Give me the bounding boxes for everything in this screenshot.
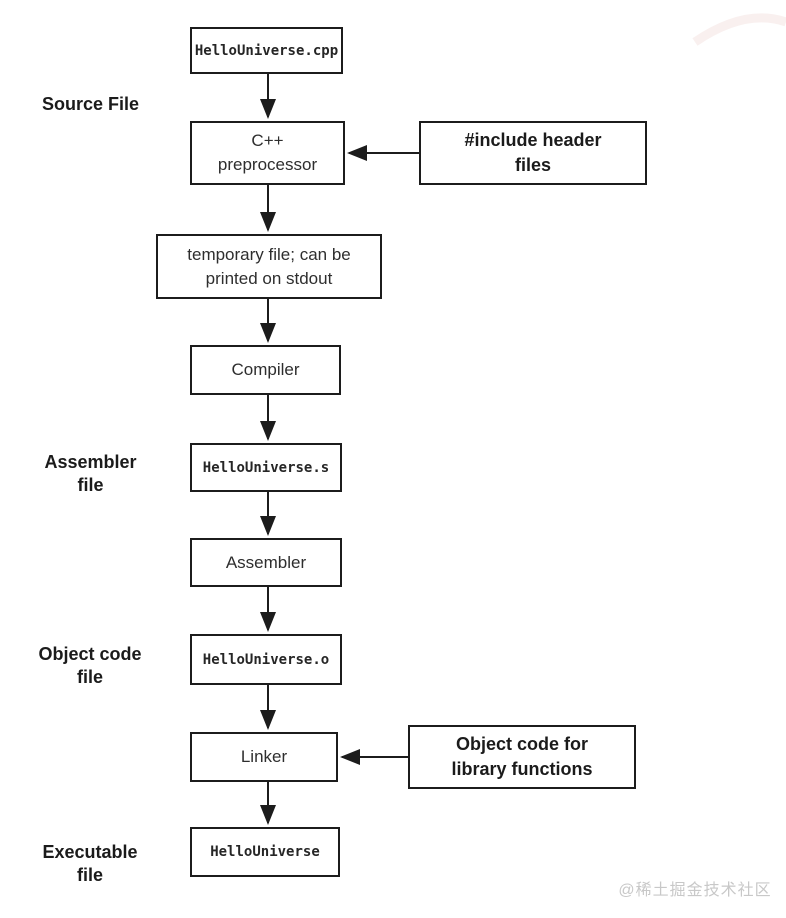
label-object-code-file: Object code file <box>38 644 142 687</box>
watermark-text: @稀土掘金技术社区 <box>618 882 772 899</box>
node-source-file: HelloUniverse.cpp <box>190 27 343 74</box>
node-include-header-files: #include header files <box>419 121 647 185</box>
faint-artifact <box>692 13 786 46</box>
label-source-file: Source File <box>41 94 140 114</box>
node-assembler: Assembler <box>190 538 342 587</box>
node-executable: HelloUniverse <box>190 827 340 877</box>
node-object-file: HelloUniverse.o <box>190 634 342 685</box>
node-temporary-file: temporary file; can be printed on stdout <box>156 234 382 299</box>
label-assembler-file: Assembler file <box>44 452 137 495</box>
node-linker: Linker <box>190 732 338 782</box>
node-library-object-code: Object code for library functions <box>408 725 636 789</box>
node-compiler: Compiler <box>190 345 341 395</box>
label-executable-file: Executable file <box>42 842 138 885</box>
node-assembler-file: HelloUniverse.s <box>190 443 342 492</box>
node-cpp-preprocessor: C++ preprocessor <box>190 121 345 185</box>
